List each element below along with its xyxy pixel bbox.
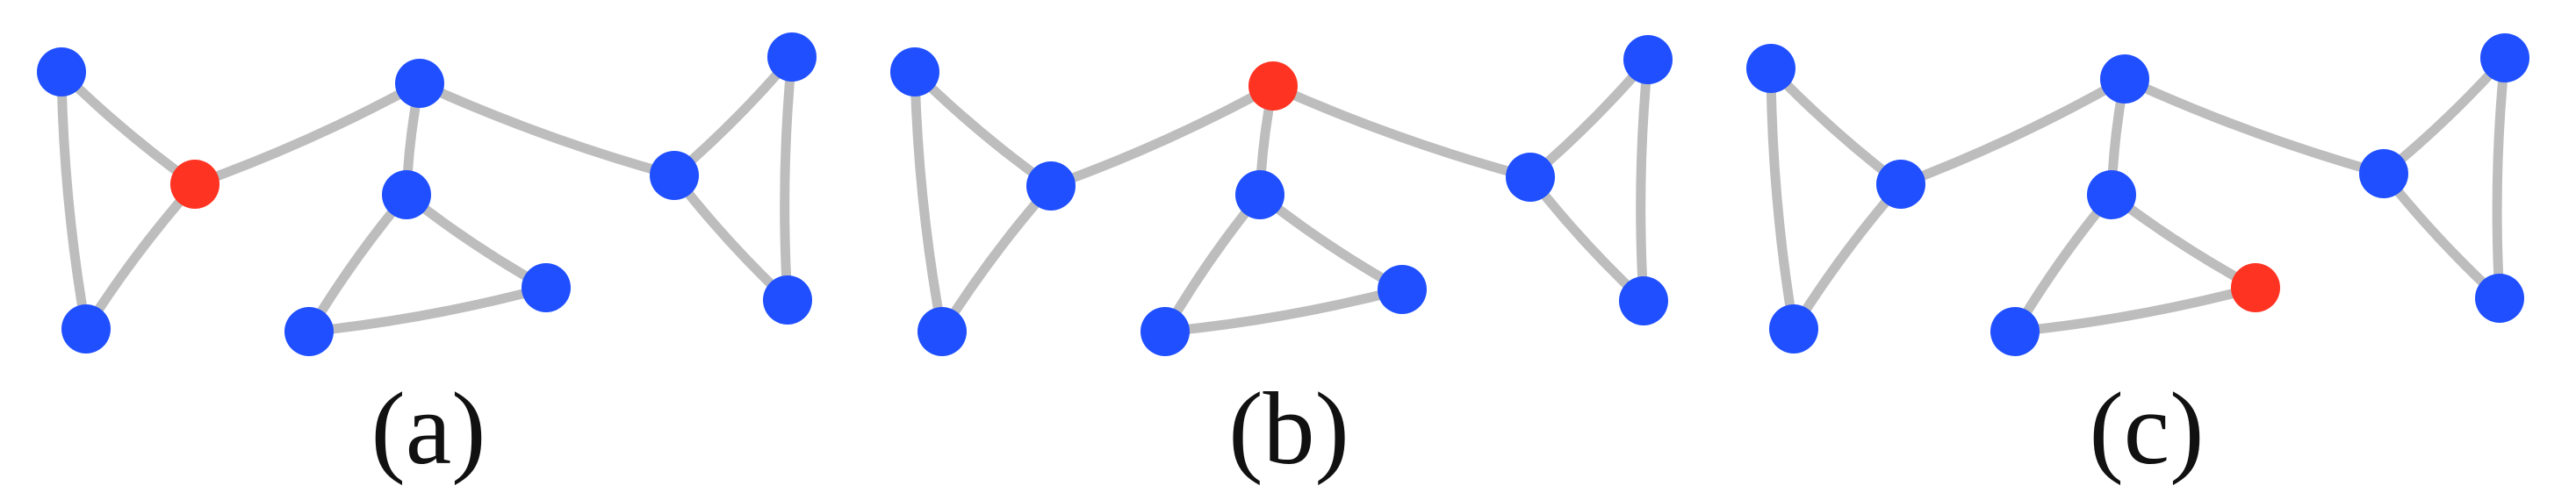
panel-c-label: (c) — [2090, 371, 2205, 486]
edge-8-9 — [2492, 53, 2510, 304]
highlighted-node — [1248, 61, 1298, 111]
edge-4-7 — [2010, 282, 2261, 337]
edge-3-4 — [2010, 189, 2117, 337]
graph-node — [2475, 274, 2524, 323]
graph-node — [890, 47, 939, 96]
graph-node — [1619, 276, 1668, 325]
highlighted-node — [2231, 263, 2280, 312]
panel-b: (b) — [890, 35, 1673, 486]
graph-node — [522, 263, 571, 312]
graph-node — [2087, 170, 2136, 219]
edge-4-7 — [1160, 284, 1407, 337]
panel-c: (c) — [1746, 33, 2529, 486]
edge-0-1 — [1766, 63, 1906, 189]
graph-node — [1235, 170, 1284, 219]
highlighted-node — [170, 160, 219, 209]
edge-3-7 — [2106, 189, 2261, 293]
panel-a-label: (a) — [371, 371, 486, 486]
edge-8-9 — [780, 52, 797, 305]
graph-node — [650, 151, 699, 200]
graph-node — [1876, 160, 1925, 209]
edge-2-6 — [414, 78, 680, 181]
graph-node — [2100, 54, 2149, 104]
edge-6-8 — [669, 52, 797, 181]
graph-node — [2359, 149, 2408, 198]
edge-3-4 — [1160, 189, 1265, 337]
graph-node — [1026, 161, 1076, 211]
edge-0-5 — [56, 67, 91, 334]
panel-b-label: (b) — [1228, 371, 1349, 486]
graph-node — [1140, 307, 1190, 356]
graph-node — [284, 307, 334, 356]
edge-3-7 — [1255, 189, 1407, 295]
edge-1-5 — [1788, 179, 1906, 334]
edge-0-5 — [1766, 63, 1799, 334]
graph-node — [1746, 44, 1795, 93]
graph-node — [917, 307, 967, 356]
edge-1-2 — [1046, 81, 1278, 191]
edge-3-7 — [401, 189, 551, 293]
edge-0-1 — [910, 67, 1056, 191]
edge-6-9 — [669, 170, 793, 305]
edge-2-6 — [2119, 74, 2389, 179]
graph-node — [767, 32, 817, 82]
edge-6-9 — [2378, 168, 2505, 304]
edge-1-2 — [190, 78, 425, 189]
edge-0-1 — [56, 67, 200, 189]
edge-1-5 — [81, 179, 200, 334]
edge-6-8 — [2378, 53, 2510, 179]
edge-1-5 — [937, 181, 1056, 337]
edge-6-9 — [1525, 172, 1649, 306]
graph-node — [1769, 304, 1818, 354]
panel-a: (a) — [37, 32, 817, 486]
edge-6-8 — [1525, 54, 1653, 182]
graph-node — [763, 275, 812, 325]
graph-node — [1378, 265, 1427, 314]
edge-4-7 — [304, 282, 551, 337]
graph-node — [1623, 35, 1673, 84]
edge-3-4 — [304, 189, 412, 337]
graph-node — [61, 304, 111, 354]
graph-node — [37, 47, 86, 96]
graph-node — [1990, 307, 2040, 356]
edge-1-2 — [1896, 74, 2130, 189]
graph-node — [382, 170, 431, 219]
edge-8-9 — [1636, 54, 1653, 306]
graph-node — [2480, 33, 2529, 82]
edge-0-5 — [910, 67, 947, 337]
graph-node — [1506, 153, 1555, 202]
graph-node — [395, 59, 444, 108]
edge-2-6 — [1268, 81, 1536, 182]
